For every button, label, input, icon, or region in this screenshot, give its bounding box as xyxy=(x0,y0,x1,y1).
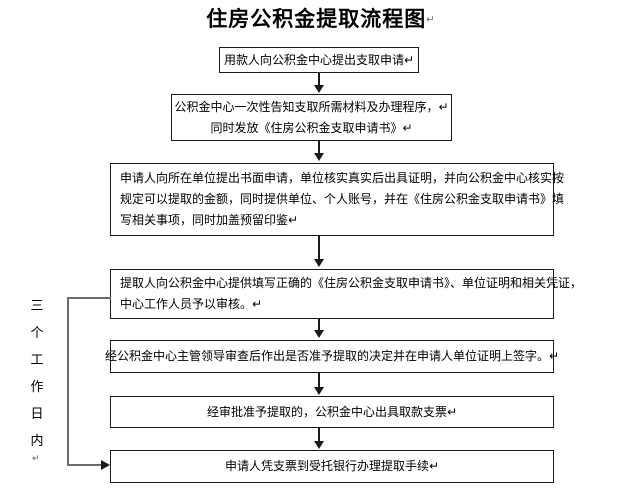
flow-node-3-line-1: 申请人向所在单位提出书面申请，单位核实真实后出具证明，并向公积金中心核实按 xyxy=(120,171,565,185)
side-label-char-1: 三 xyxy=(30,298,44,313)
flow-node-2[interactable]: 公积金中心一次性告知支取所需材料及办理程序，↵ 同时发放《住房公积金支取申请书》… xyxy=(171,94,452,141)
arrow-down-icon-5 xyxy=(314,387,324,395)
arrow-down-icon-4 xyxy=(314,330,324,338)
arrow-right-icon-bracket xyxy=(101,460,110,470)
flow-node-2-line-2: 同时发放《住房公积金支取申请书》↵ xyxy=(210,120,413,135)
flow-node-1[interactable]: 用款人向公积金中心提出支取申请↵ xyxy=(219,47,419,73)
bracket-top-segment xyxy=(67,297,111,299)
side-label-three-working-days: 三 个 工 作 日 内 ↵ xyxy=(26,292,48,463)
side-label-char-5: 日 xyxy=(30,406,44,421)
arrow-down-icon-1 xyxy=(314,85,324,93)
flow-node-4-line-2: 中心工作人员予以审核。↵ xyxy=(120,297,263,311)
paragraph-mark-icon: ↵ xyxy=(426,14,435,26)
flow-node-1-line-1: 用款人向公积金中心提出支取申请↵ xyxy=(223,52,415,67)
flow-node-4[interactable]: 提取人向公积金中心提供填写正确的《住房公积金支取申请书》、单位证明和相关凭证， … xyxy=(110,269,582,319)
arrow-down-icon-2 xyxy=(314,153,324,161)
flow-node-4-line-1: 提取人向公积金中心提供填写正确的《住房公积金支取申请书》、单位证明和相关凭证， xyxy=(120,276,583,290)
flow-node-3-line-3: 写相关事项，同时加盖预留印鉴↵ xyxy=(120,213,299,227)
connector-3-4 xyxy=(318,236,320,262)
page-title-text: 住房公积金提取流程图 xyxy=(206,8,427,31)
flow-node-5-line-1: 经公积金中心主管领导审查后作出是否准予提取的决定并在申请人单位证明上签字。↵ xyxy=(104,349,560,363)
side-label-char-6: 内 xyxy=(30,433,44,448)
arrow-down-icon-3 xyxy=(314,259,324,267)
page-title: 住房公积金提取流程图↵ xyxy=(0,6,641,34)
flow-node-7-line-1: 申请人凭支票到受托银行办理提取手续↵ xyxy=(224,459,440,473)
connector-1-2 xyxy=(318,73,320,88)
connector-2-3 xyxy=(318,141,320,156)
arrow-down-icon-6 xyxy=(314,441,324,449)
flow-node-5[interactable]: 经公积金中心主管领导审查后作出是否准予提取的决定并在申请人单位证明上签字。↵ xyxy=(105,340,559,373)
bracket-vertical-segment xyxy=(67,297,69,465)
flow-node-2-line-1: 公积金中心一次性告知支取所需材料及办理程序，↵ xyxy=(174,99,449,114)
connector-5-6 xyxy=(318,373,320,390)
side-label-char-2: 个 xyxy=(30,325,44,340)
flow-node-6[interactable]: 经审批准予提取的，公积金中心出具取款支票↵ xyxy=(110,396,554,428)
side-label-paragraph-mark-icon: ↵ xyxy=(32,453,40,463)
flow-node-7[interactable]: 申请人凭支票到受托银行办理提取手续↵ xyxy=(110,450,554,483)
side-label-char-4: 作 xyxy=(30,379,44,394)
bracket-bottom-segment xyxy=(67,464,106,466)
connector-4-5 xyxy=(318,319,320,333)
side-label-char-3: 工 xyxy=(30,352,44,367)
flow-node-3-line-2: 规定可以提取的金额，同时提供单位、个人账号，并在《住房公积金支取申请书》填 xyxy=(120,192,565,206)
connector-6-7 xyxy=(318,428,320,444)
flow-node-3[interactable]: 申请人向所在单位提出书面申请，单位核实真实后出具证明，并向公积金中心核实按 规定… xyxy=(110,163,564,236)
flow-node-6-line-1: 经审批准予提取的，公积金中心出具取款支票↵ xyxy=(206,404,458,419)
